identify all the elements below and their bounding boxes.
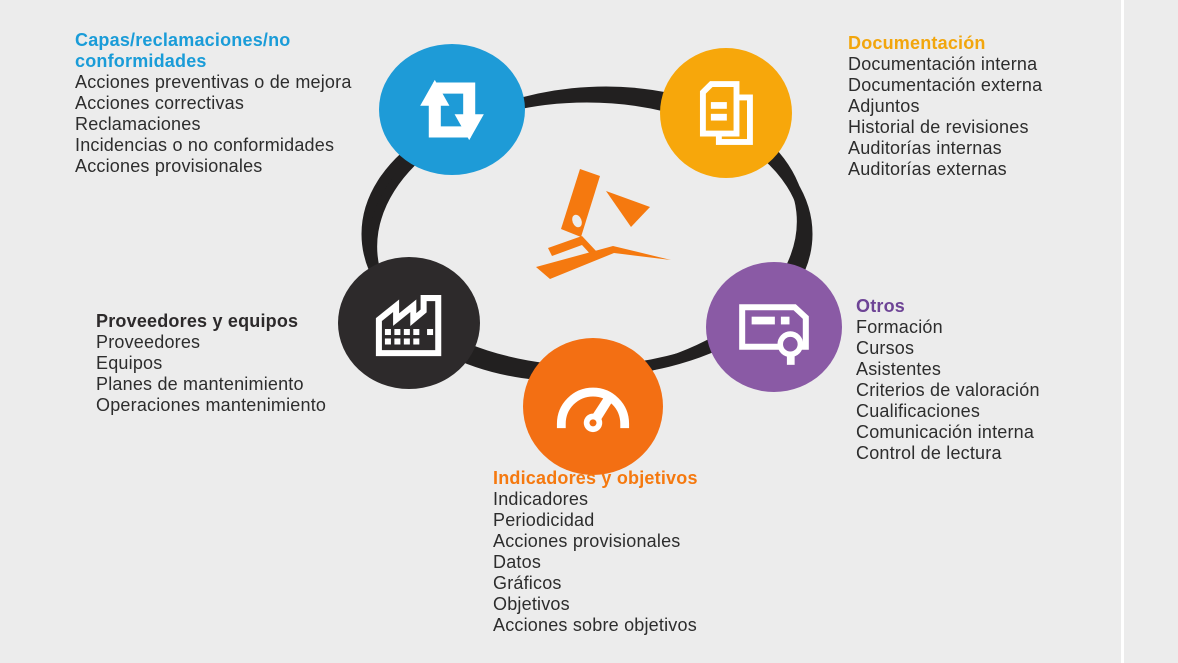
list-item: Gráficos (493, 573, 562, 593)
list-item: Periodicidad (493, 510, 595, 530)
list-item: Acciones sobre objetivos (493, 615, 697, 635)
documents-icon (699, 81, 753, 145)
list-item: Datos (493, 552, 542, 572)
right-divider (1121, 0, 1124, 663)
list-item: Proveedores (96, 332, 201, 352)
repeat-icon (420, 79, 484, 140)
list-item: Criterios de valoración (856, 380, 1040, 400)
bubble-capas (379, 44, 525, 175)
list-item: Planes de mantenimiento (96, 374, 304, 394)
list-item: Asistentes (856, 359, 942, 379)
list-item: Cualificaciones (856, 401, 981, 421)
certificate-icon (739, 304, 809, 365)
list-item: Acciones preventivas o de mejora (75, 72, 352, 92)
section-title: Proveedores y equipos (96, 311, 299, 331)
bubble-documentacion (660, 48, 792, 178)
list-item: Indicadores (493, 489, 589, 509)
list-item: Acciones correctivas (75, 93, 245, 113)
list-item: Reclamaciones (75, 114, 201, 134)
bubble-otros (706, 262, 842, 392)
list-item: Incidencias o no conformidades (75, 135, 335, 155)
section-title: Otros (856, 296, 906, 316)
list-item: Auditorías externas (848, 159, 1007, 179)
list-item: Historial de revisiones (848, 117, 1029, 137)
section-title: Documentación (848, 33, 986, 53)
list-item: Auditorías internas (848, 138, 1002, 158)
list-item: Cursos (856, 338, 915, 358)
list-item: Comunicación interna (856, 422, 1035, 442)
list-item: Equipos (96, 353, 163, 373)
gauge-icon (556, 387, 630, 432)
list-item: Formación (856, 317, 943, 337)
section-title: Capas/reclamaciones/no conformidades (75, 30, 291, 71)
list-item: Acciones provisionales (493, 531, 681, 551)
list-item: Adjuntos (848, 96, 920, 116)
list-item: Documentación interna (848, 54, 1038, 74)
list-item: Documentación externa (848, 75, 1043, 95)
bubble-indicadores (523, 338, 663, 475)
list-item: Acciones provisionales (75, 156, 263, 176)
list-item: Control de lectura (856, 443, 1002, 463)
list-item: Objetivos (493, 594, 570, 614)
factory-icon (375, 295, 442, 357)
bubble-proveedores (338, 257, 480, 389)
section-capas: Capas/reclamaciones/no conformidades Acc… (75, 30, 352, 177)
list-item: Operaciones mantenimiento (96, 395, 327, 415)
section-title: Indicadores y objetivos (493, 468, 698, 488)
brand-logo (536, 169, 671, 279)
